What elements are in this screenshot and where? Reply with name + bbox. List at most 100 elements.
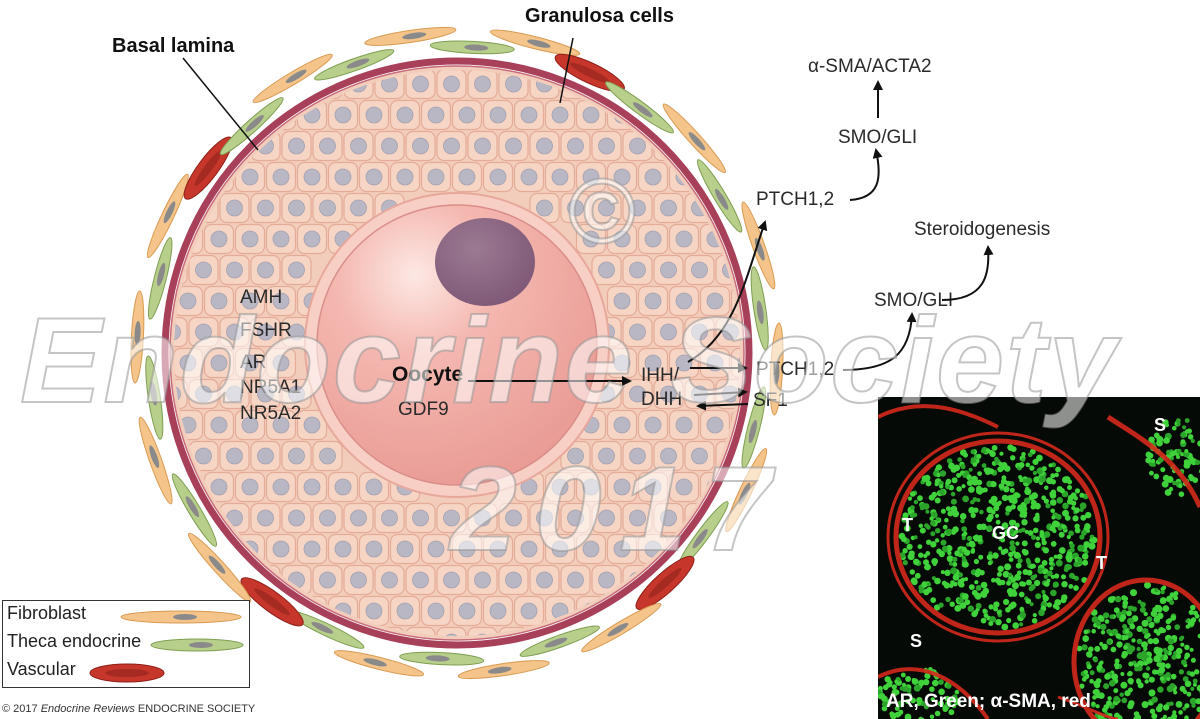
fluorescent-nucleus — [970, 547, 976, 553]
fluorescent-nucleus — [1131, 606, 1137, 612]
fluorescent-nucleus — [978, 554, 984, 560]
granulosa-nucleus — [195, 323, 212, 341]
fluorescent-nucleus — [971, 611, 978, 618]
fluorescent-nucleus — [1001, 522, 1009, 529]
fluorescent-nucleus — [1111, 673, 1119, 681]
granulosa-nucleus — [149, 541, 165, 557]
fluorescent-nucleus — [939, 470, 947, 477]
legend-label: Vascular — [7, 659, 76, 679]
fluorescent-nucleus — [1153, 432, 1160, 439]
fibroblast-swatch — [120, 610, 242, 624]
fluorescent-nucleus — [1038, 609, 1045, 617]
granulosa-nucleus — [613, 416, 631, 434]
fluorescent-nucleus — [1009, 544, 1016, 552]
granulosa-nucleus — [505, 509, 522, 527]
vascular-cell — [240, 577, 304, 627]
fluorescent-nucleus — [1100, 623, 1107, 631]
granulosa-cell — [143, 535, 172, 564]
granulosa-nucleus — [288, 137, 305, 155]
fluorescent-nucleus — [995, 513, 999, 518]
granulosa-nucleus — [722, 633, 739, 636]
fluorescent-nucleus — [1042, 569, 1048, 575]
fluorescent-nucleus — [1124, 690, 1131, 697]
granulosa-nucleus — [629, 75, 646, 93]
fluorescent-nucleus — [1188, 455, 1194, 462]
fluorescent-nucleus — [944, 569, 951, 576]
fluorescent-nucleus — [1050, 574, 1055, 579]
fluorescent-nucleus — [929, 686, 935, 692]
granulosa-nucleus — [303, 478, 321, 496]
theca-cell — [750, 266, 769, 351]
fluorescent-nucleus — [956, 472, 962, 478]
fluorescent-nucleus — [1005, 480, 1012, 487]
fluorescent-nucleus — [961, 555, 966, 561]
fluorescent-nucleus — [1014, 574, 1021, 581]
fluorescent-nucleus — [1160, 586, 1165, 592]
fluorescent-nucleus — [1172, 710, 1177, 715]
granulosa-nucleus — [676, 45, 692, 61]
fluorescent-nucleus — [1101, 643, 1108, 651]
fluorescent-nucleus — [1035, 593, 1042, 600]
fluorescent-nucleus — [949, 583, 954, 588]
granulosa-nucleus — [334, 540, 352, 558]
granulosa-nucleus — [257, 323, 274, 341]
fluorescent-nucleus — [1038, 455, 1043, 460]
fluorescent-nucleus — [1043, 498, 1049, 504]
fluorescent-nucleus — [1000, 462, 1008, 469]
fluorescent-nucleus — [1017, 558, 1023, 564]
granulosa-nucleus — [613, 478, 631, 496]
fluorescent-nucleus — [1013, 551, 1021, 559]
granulosa-nucleus — [272, 354, 290, 372]
fluorescent-nucleus — [1079, 507, 1084, 512]
granulosa-nucleus — [365, 602, 383, 620]
theca-cell — [605, 81, 674, 134]
fluorescent-nucleus — [1055, 559, 1063, 567]
fluorescent-nucleus — [1080, 514, 1087, 521]
granulosa-nucleus — [257, 261, 274, 279]
fluorescent-nucleus — [940, 533, 945, 538]
fluorescent-nucleus — [930, 697, 935, 702]
fluorescent-nucleus — [1058, 531, 1065, 538]
fluorescent-nucleus — [1129, 623, 1136, 630]
fluorescent-nucleus — [1088, 542, 1096, 550]
ptch-to-smo-mid-arrow — [842, 312, 917, 371]
fluorescent-nucleus — [1005, 511, 1010, 516]
fluorescent-nucleus — [988, 621, 994, 626]
fluorescent-nucleus — [957, 457, 962, 462]
fibroblast-cell — [138, 416, 173, 505]
fluorescent-nucleus — [897, 700, 905, 708]
granulosa-cell — [715, 564, 740, 596]
fluorescent-nucleus — [1111, 596, 1116, 601]
fluorescent-nucleus — [934, 497, 941, 504]
fluorescent-nucleus — [998, 546, 1003, 551]
granulosa-cell — [732, 39, 761, 68]
fluorescent-nucleus — [976, 498, 981, 503]
fluorescent-nucleus — [1183, 450, 1190, 458]
fluorescent-nucleus — [938, 602, 944, 608]
granulosa-nucleus — [629, 447, 646, 465]
granulosa-label-gc: GC — [992, 523, 1019, 543]
fluorescent-nucleus — [991, 577, 996, 583]
granulosa-nucleus — [174, 509, 181, 527]
oocyte-label: Oocyte — [392, 363, 463, 386]
fluorescent-nucleus — [1018, 462, 1025, 468]
fluorescent-nucleus — [897, 712, 902, 717]
fluorescent-nucleus — [1007, 527, 1014, 535]
granulosa-nucleus — [551, 106, 569, 124]
granulosa-nucleus — [458, 106, 476, 124]
fluorescent-nucleus — [1190, 657, 1196, 663]
fluorescent-nucleus — [1003, 548, 1009, 554]
fluorescent-nucleus — [1036, 467, 1044, 475]
fluorescent-nucleus — [947, 510, 953, 517]
granulosa-cell — [174, 99, 204, 131]
fluorescent-nucleus — [1008, 557, 1014, 562]
fluorescent-nucleus — [1165, 619, 1171, 625]
fluorescent-nucleus — [1136, 678, 1141, 683]
fluorescent-nucleus — [991, 509, 996, 515]
fluorescent-nucleus — [1119, 616, 1125, 622]
granulosa-nucleus — [443, 509, 460, 527]
fluorescent-nucleus — [1144, 634, 1149, 639]
fluorescent-nucleus — [1082, 559, 1089, 566]
fluorescent-nucleus — [1050, 589, 1057, 597]
